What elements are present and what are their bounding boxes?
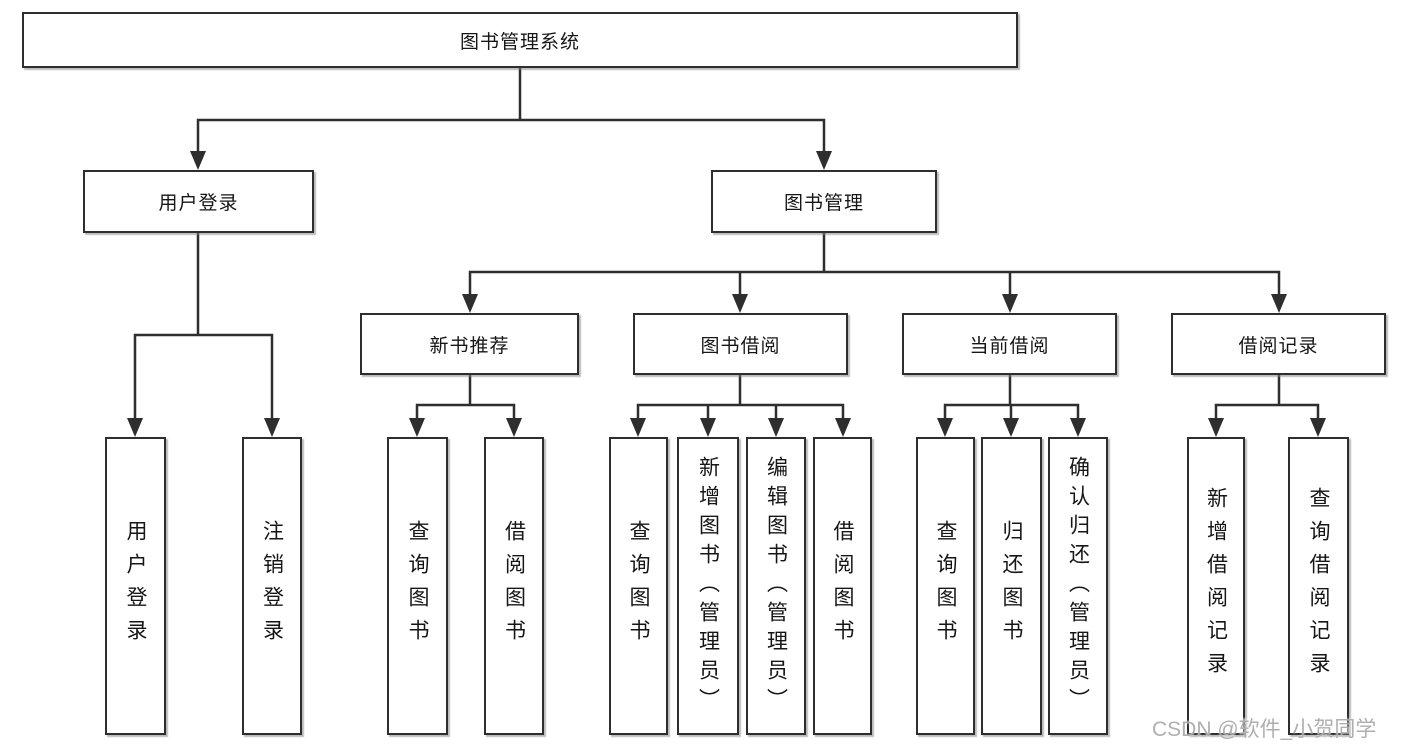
arrow-icon [127,418,143,437]
node-label: 新增借阅记录 [1204,487,1228,685]
leaf-recommend-borrow-books: 借阅图书 [484,437,544,735]
node-label: 确认归还（管理员） [1066,455,1090,717]
node-label: 查询图书 [934,520,957,652]
arrow-icon [700,418,716,437]
arrow-icon [1208,418,1224,437]
node-book-management: 图书管理 [711,170,937,233]
arrow-icon [937,418,953,437]
node-label: 用户登录 [124,520,147,652]
leaf-borrow-books: 借阅图书 [813,437,872,735]
node-label: 用户登录 [158,193,239,214]
arrow-icon [835,418,851,437]
node-user-login: 用户登录 [83,170,314,233]
arrow-icon [264,418,280,437]
node-label: 借阅记录 [1238,335,1319,357]
node-label: 查询借阅记录 [1307,487,1330,685]
leaf-add-books-admin: 新增图书（管理员） [677,437,739,735]
node-label: 新书推荐 [429,335,510,357]
leaf-confirm-return-admin: 确认归还（管理员） [1048,437,1108,735]
leaf-add-borrow-record: 新增借阅记录 [1187,437,1245,735]
leaf-edit-books-admin: 编辑图书（管理员） [746,437,806,735]
connector-path [133,66,1320,421]
arrowheads [127,151,1326,437]
leaf-user-login: 用户登录 [105,437,166,735]
node-label: 归还图书 [1000,520,1023,652]
arrow-icon [768,418,784,437]
node-new-book-recommend: 新书推荐 [360,313,579,375]
node-label: 新增图书（管理员） [696,455,720,717]
node-borrow-records: 借阅记录 [1171,313,1386,375]
arrow-icon [1271,294,1287,313]
node-current-borrowing: 当前借阅 [902,313,1117,375]
node-label: 图书管理 [783,193,864,214]
arrow-icon [1003,418,1019,437]
arrow-icon [190,151,206,170]
leaf-borrow-query-books: 查询图书 [609,437,668,735]
node-book-borrowing: 图书借阅 [633,313,848,375]
csdn-watermark: CSDN @软件_小贺同学 [1152,718,1377,741]
node-label: 当前借阅 [969,335,1050,357]
node-label: 图书借阅 [700,335,781,357]
node-label: 借阅图书 [502,520,526,652]
node-label: 借阅图书 [831,520,854,652]
arrow-icon [732,294,748,313]
node-label: 注销登录 [260,520,284,652]
arrow-icon [630,418,646,437]
node-label: 查询图书 [627,520,650,652]
arrow-icon [506,418,522,437]
arrow-icon [1310,418,1326,437]
node-label: 查询图书 [406,520,429,652]
arrow-icon [409,418,425,437]
leaf-current-query-books: 查询图书 [916,437,975,735]
node-label: 图书管理系统 [459,31,580,53]
leaf-query-borrow-record: 查询借阅记录 [1288,437,1349,735]
node-root-system: 图书管理系统 [22,12,1018,68]
leaf-recommend-query-books: 查询图书 [387,437,448,735]
leaf-logout: 注销登录 [242,437,302,735]
node-label: 编辑图书（管理员） [764,455,788,717]
arrow-icon [816,151,832,170]
arrow-icon [462,294,478,313]
arrow-icon [1002,294,1018,313]
leaf-return-books: 归还图书 [981,437,1042,735]
arrow-icon [1070,418,1086,437]
